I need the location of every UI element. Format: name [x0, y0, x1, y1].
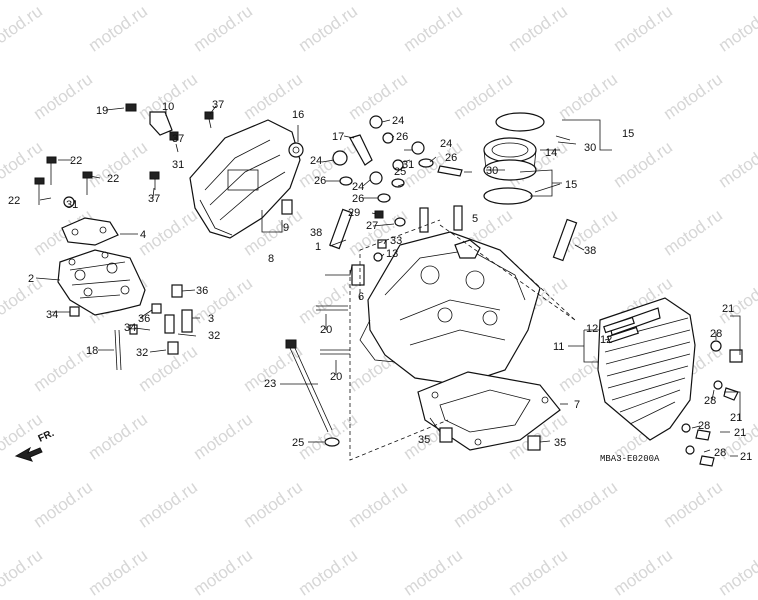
collars-and-pins	[69, 284, 193, 371]
label-3: 3	[208, 313, 214, 325]
label-24d: 24	[352, 181, 364, 193]
gasket-plate	[61, 217, 119, 246]
label-4: 4	[140, 229, 146, 241]
label-31b: 31	[66, 199, 78, 211]
label-22a: 22	[70, 155, 82, 167]
label-11: 11	[553, 341, 564, 353]
head-gasket	[417, 371, 561, 451]
label-24c: 24	[440, 138, 452, 150]
front-label: FR.	[37, 428, 56, 445]
label-21d: 21	[740, 451, 752, 463]
label-16: 16	[292, 109, 304, 121]
label-35a: 35	[418, 434, 430, 446]
label-28b: 28	[704, 395, 716, 407]
label-26a: 26	[396, 131, 408, 143]
cylinder-cover	[597, 297, 696, 441]
leader-lines	[35, 105, 741, 461]
label-21b: 21	[730, 412, 742, 424]
label-27: 27	[366, 220, 378, 232]
label-1: 1	[315, 241, 321, 253]
label-13: 13	[386, 248, 398, 260]
label-30a: 30	[584, 142, 596, 154]
cylinder-head-cover	[189, 119, 301, 239]
label-12b: 12	[600, 334, 612, 346]
label-36b: 36	[138, 313, 150, 325]
label-22b: 22	[107, 173, 119, 185]
label-20a: 20	[320, 324, 332, 336]
label-9: 9	[283, 222, 289, 234]
cylinder-head	[359, 231, 541, 386]
bolts-top-left	[34, 103, 214, 208]
label-23: 23	[264, 378, 276, 390]
label-20b: 20	[330, 371, 342, 383]
label-26b: 26	[314, 175, 326, 187]
engine-head-parts-diagram: 1 2 3 4 5 6 7 8 9 10 11 12 12 13 14 15 1…	[8, 99, 752, 467]
label-14: 14	[545, 147, 557, 159]
label-36a: 36	[196, 285, 208, 297]
label-6: 6	[358, 291, 364, 303]
valve-guides	[419, 205, 463, 233]
label-29: 29	[348, 207, 360, 219]
label-31a: 31	[172, 159, 184, 171]
label-26d: 26	[352, 193, 364, 205]
label-7: 7	[574, 399, 580, 411]
label-10: 10	[162, 101, 174, 113]
label-21a: 21	[722, 303, 734, 315]
label-37a: 37	[212, 99, 224, 111]
label-15b: 15	[565, 179, 577, 191]
label-2: 2	[28, 273, 34, 285]
label-17: 17	[332, 131, 344, 143]
label-37b: 37	[172, 133, 184, 145]
label-31c: 31	[402, 159, 414, 171]
label-21c: 21	[734, 427, 746, 439]
label-25b: 25	[394, 166, 406, 178]
label-35b: 35	[554, 437, 566, 449]
label-5: 5	[472, 213, 478, 225]
intake-joint	[483, 112, 577, 205]
label-25a: 25	[292, 437, 304, 449]
label-15a: 15	[622, 128, 634, 140]
part-labels: 1 2 3 4 5 6 7 8 9 10 11 12 12 13 14 15 1…	[8, 99, 752, 463]
label-18: 18	[86, 345, 98, 357]
label-33: 33	[390, 235, 402, 247]
label-12a: 12	[586, 323, 598, 335]
label-24a: 24	[392, 115, 404, 127]
label-19: 19	[96, 105, 108, 117]
rocker-arm-holder	[57, 249, 146, 316]
label-34b: 34	[124, 322, 136, 334]
label-22c: 22	[8, 195, 20, 207]
label-8: 8	[268, 253, 274, 265]
center-small-parts	[332, 115, 463, 286]
label-34a: 34	[46, 309, 58, 321]
label-32a: 32	[136, 347, 148, 359]
label-28a: 28	[710, 328, 722, 340]
label-30b: 30	[486, 165, 498, 177]
label-38b: 38	[584, 245, 596, 257]
spark-plugs	[329, 208, 578, 262]
front-direction-arrow	[14, 446, 43, 462]
label-24b: 24	[310, 155, 322, 167]
label-28c: 28	[698, 420, 710, 432]
label-38a: 38	[310, 227, 322, 239]
studs	[285, 305, 350, 447]
label-32b: 32	[208, 330, 220, 342]
label-28d: 28	[714, 447, 726, 459]
drawing-code: MBA3-E0200A	[600, 454, 660, 464]
cover-bolts	[681, 340, 743, 467]
label-26c: 26	[445, 152, 457, 164]
label-37c: 37	[148, 193, 160, 205]
